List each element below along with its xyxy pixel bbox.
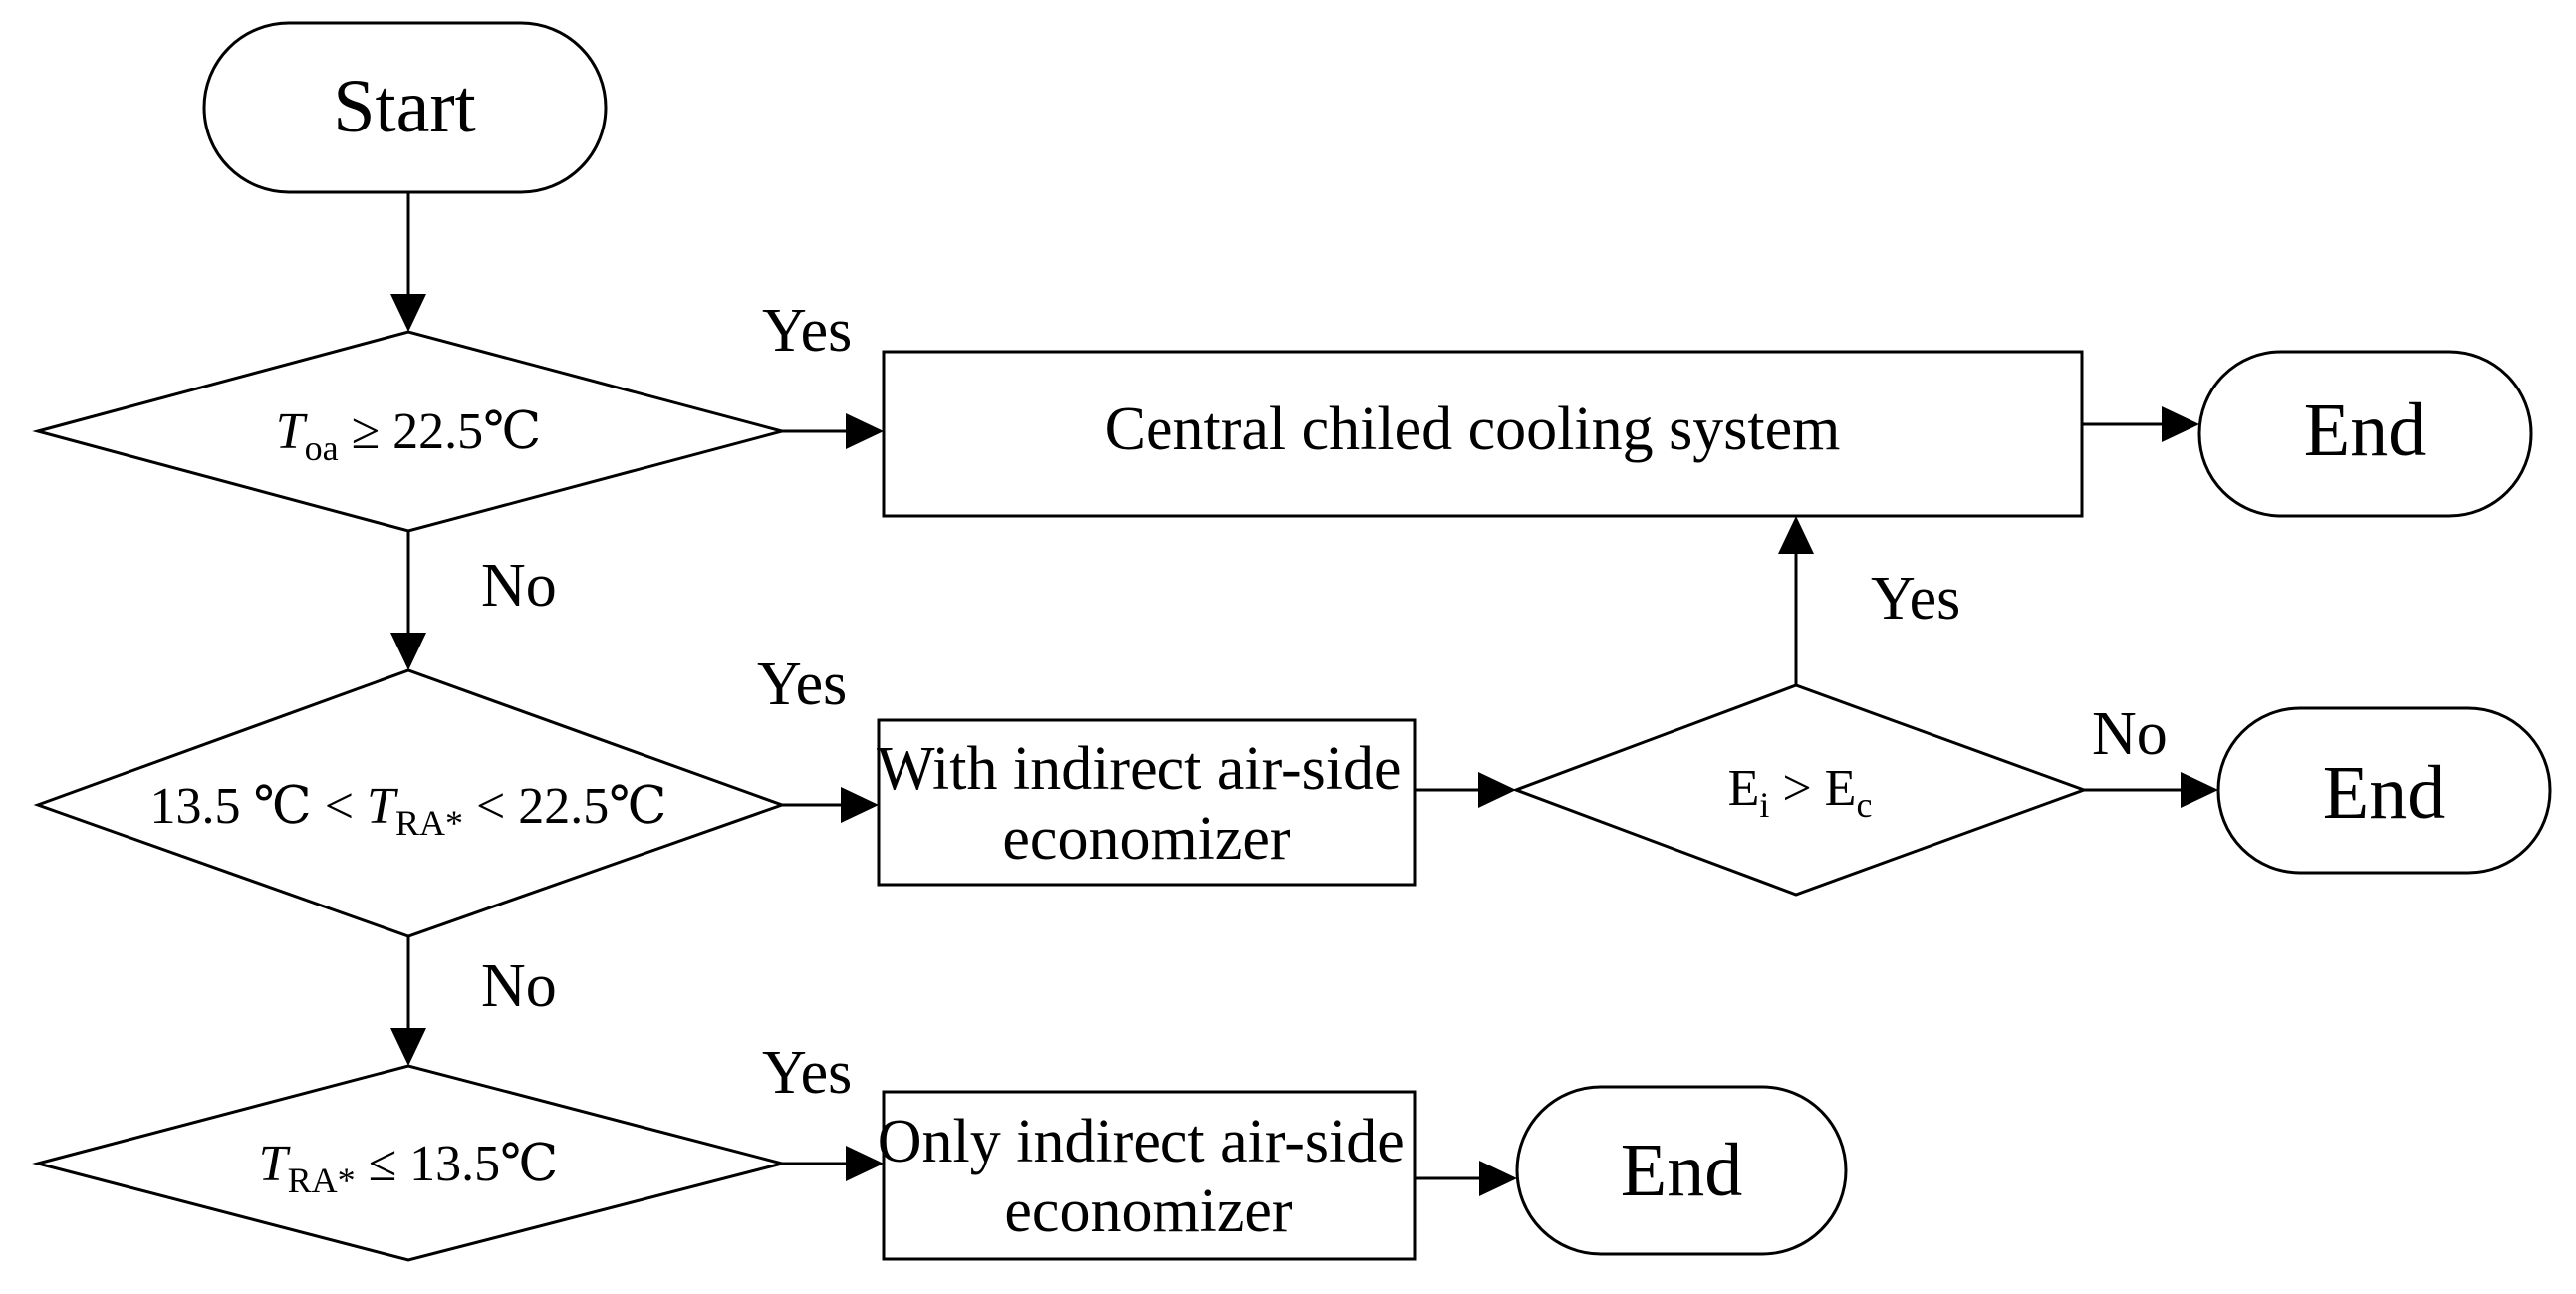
decision-energy-b-sub: c [1856,785,1872,825]
decision-tra-low-rest: ≤ 13.5℃ [356,1136,559,1192]
decision-energy-b: E [1825,760,1857,817]
no-label-energy: No [2092,700,2168,768]
with-economizer-box: With indirect air-side economizer [877,718,1417,887]
decision-energy-label: Ei > Ec [1728,760,1873,825]
arrow-toa-yes-to-central [782,413,884,449]
yes-label-tra-low: Yes [762,1039,852,1107]
only-economizer-label: Only indirect air-side economizer [878,1108,1420,1245]
end-label-middle: End [2323,751,2445,835]
end-node-bottom: End [1515,1085,1848,1256]
no-label-tra-range: No [481,952,557,1020]
central-cooling-label: Central chiled cooling system [1105,395,1841,463]
with-economizer-label: With indirect air-side economizer [877,735,1417,873]
yes-label-tra-range: Yes [757,650,847,718]
end-node-middle: End [2216,706,2552,875]
start-label: Start [333,65,476,148]
with-economizer-line1: With indirect air-side [877,735,1402,803]
arrow-tra-low-yes-to-only-economizer [782,1146,884,1181]
decision-tra-range-rest: < 22.5℃ [463,778,667,835]
arrow-only-economizer-to-end [1415,1161,1517,1196]
arrow-toa-no-to-decision-tra-range [390,531,426,670]
arrow-with-economizer-to-decision-energy [1415,772,1516,808]
end-label-bottom: End [1621,1129,1742,1212]
start-node: Start [202,21,608,194]
decision-energy-op: > [1769,760,1824,817]
decision-tra-range-prefix: 13.5 ℃ < [150,778,368,835]
only-economizer-line2: economizer [1004,1177,1293,1245]
decision-toa: Toa ≥ 22.5℃ [32,330,788,533]
decision-tra-range-label: 13.5 ℃ < TRA* < 22.5℃ [150,778,667,843]
decision-tra-low-label: TRA* ≤ 13.5℃ [259,1136,559,1200]
arrow-start-to-decision-toa [390,192,426,332]
decision-tra-range: 13.5 ℃ < TRA* < 22.5℃ [33,668,787,938]
decision-toa-var: T [276,403,308,460]
with-economizer-line2: economizer [1002,805,1291,873]
decision-tra-range-var: T [367,778,398,835]
arrow-tra-range-yes-to-with-economizer [782,787,879,823]
decision-energy-a-sub: i [1759,785,1769,825]
end-node-top: End [2197,350,2533,518]
decision-toa-label: Toa ≥ 22.5℃ [276,403,542,468]
arrow-tra-range-no-to-decision-tra-low [390,936,426,1066]
only-economizer-line1: Only indirect air-side [878,1108,1405,1175]
arrow-central-to-end [2082,406,2199,442]
decision-tra-range-sub: RA* [395,803,463,843]
yes-label-energy: Yes [1871,565,1960,633]
decision-toa-rest: ≥ 22.5℃ [339,403,542,460]
decision-tra-low-sub: RA* [288,1161,356,1200]
only-economizer-box: Only indirect air-side economizer [878,1090,1420,1261]
yes-label-toa: Yes [762,297,852,365]
decision-energy: Ei > Ec [1511,683,2089,897]
central-cooling-box: Central chiled cooling system [882,350,2084,518]
arrow-energy-yes-to-central [1778,516,1814,685]
arrow-energy-no-to-end [2084,772,2218,808]
decision-tra-low-var: T [259,1136,291,1192]
decision-energy-a: E [1728,760,1760,817]
decision-toa-sub: oa [305,428,339,468]
decision-tra-low: TRA* ≤ 13.5℃ [32,1064,788,1262]
no-label-toa: No [481,552,557,620]
end-label-top: End [2304,388,2426,472]
